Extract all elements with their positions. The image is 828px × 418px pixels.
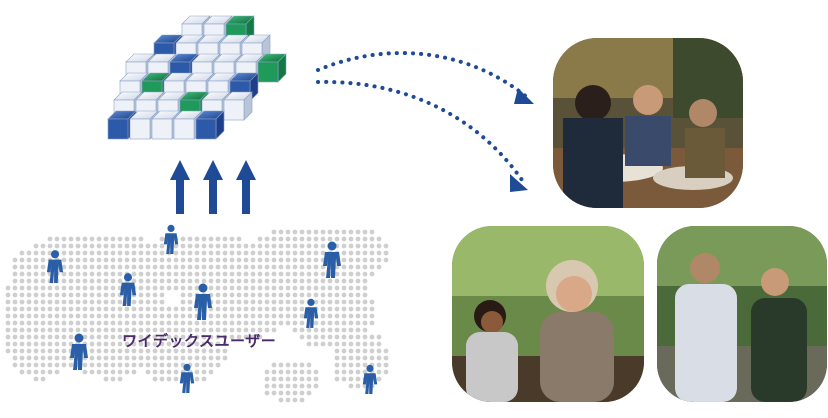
data-cube-icon (107, 15, 287, 140)
data-cube-block (257, 53, 287, 83)
upload-arrow-icon (170, 160, 256, 214)
photo-restaurant-group (553, 38, 743, 208)
data-cube-block (223, 91, 253, 121)
photo-couple-walking (657, 226, 827, 402)
data-cube-block (195, 110, 225, 140)
person-icon (46, 250, 64, 283)
dotted-arrow-icon (316, 51, 534, 192)
person-icon (323, 241, 341, 278)
person-icon (179, 363, 195, 393)
person-icon (194, 283, 212, 320)
person-icon (362, 364, 378, 394)
person-icon (70, 333, 88, 370)
users-label: ワイデックスユーザー (122, 332, 277, 350)
person-icon (163, 224, 179, 254)
photo-woman-and-child (452, 226, 644, 402)
world-map-dots (5, 229, 389, 403)
person-icon (119, 273, 137, 306)
user-people-group (46, 224, 378, 394)
person-icon (303, 298, 319, 328)
